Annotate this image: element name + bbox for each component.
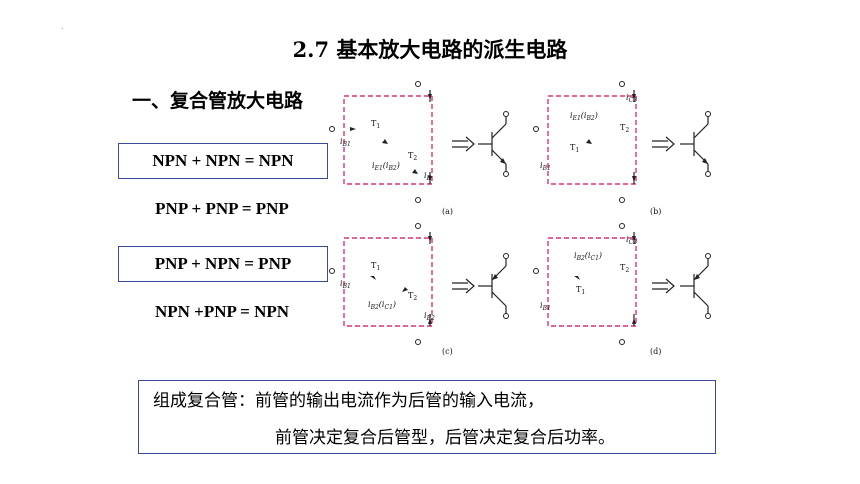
formula-pnp-npn: PNP + NPN = PNP bbox=[118, 246, 328, 282]
label-ib1: iB1 bbox=[340, 279, 351, 290]
label-t2: T2 bbox=[408, 291, 417, 302]
label-t2: T2 bbox=[620, 123, 629, 134]
circuit-a bbox=[329, 81, 433, 203]
circuit-c bbox=[329, 223, 433, 345]
circuit-d bbox=[533, 223, 637, 345]
composite-rule-note: 组成复合管：前管的输出电流作为后管的输入电流， 前管决定复合后管型，后管决定复合… bbox=[138, 380, 716, 454]
caption-c: (c) bbox=[442, 347, 453, 356]
circuit-b bbox=[533, 81, 637, 203]
label-ic2: iC2 bbox=[626, 93, 637, 104]
note-line-2: 前管决定复合后管型，后管决定复合后功率。 bbox=[275, 428, 615, 448]
caption-d: (d) bbox=[650, 347, 661, 356]
label-t1: T1 bbox=[576, 285, 585, 296]
equivalent-b bbox=[652, 111, 711, 177]
decorative-dot: . bbox=[61, 22, 64, 31]
label-ie1: iE1(iB2) bbox=[570, 111, 598, 122]
equivalent-d bbox=[652, 253, 711, 319]
label-ie: iE bbox=[424, 171, 432, 182]
page-title: 2.7 基本放大电路的派生电路 bbox=[292, 37, 568, 62]
label-ib2: iB2(iC1) bbox=[368, 300, 396, 311]
label-ic2: iC2 bbox=[626, 235, 637, 246]
equivalent-c bbox=[452, 253, 509, 319]
formula-npn-npn: NPN + NPN = NPN bbox=[118, 143, 328, 179]
section-heading: 一、复合管放大电路 bbox=[132, 90, 304, 112]
label-ib1: iB1 bbox=[540, 161, 551, 172]
equivalent-a bbox=[452, 111, 509, 177]
label-ie1: iE1(iB2) bbox=[372, 161, 400, 172]
label-t1: T1 bbox=[371, 261, 380, 272]
formula-pnp-pnp: PNP + PNP = PNP bbox=[155, 199, 289, 218]
label-t2: T2 bbox=[408, 151, 417, 162]
label-ie2: iE2 bbox=[424, 311, 435, 322]
label-t2: T2 bbox=[620, 263, 629, 274]
label-ib2: iB2(iC1) bbox=[574, 251, 602, 262]
formula-npn-pnp: NPN +PNP = NPN bbox=[154, 302, 290, 321]
caption-a: (a) bbox=[442, 207, 453, 216]
label-ib1: iB1 bbox=[540, 301, 551, 312]
note-line-1: 组成复合管：前管的输出电流作为后管的输入电流， bbox=[153, 391, 544, 411]
label-ib1: iB1 bbox=[340, 137, 351, 148]
caption-b: (b) bbox=[650, 207, 661, 216]
label-t1: T1 bbox=[570, 143, 579, 154]
label-t1: T1 bbox=[371, 119, 380, 130]
